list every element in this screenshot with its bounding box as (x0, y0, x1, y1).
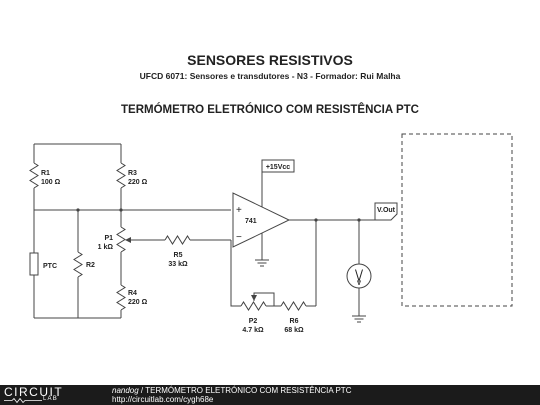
display-placeholder (401, 133, 513, 307)
resistor-r6 (280, 301, 307, 311)
ptc-name: PTC (43, 263, 57, 270)
r5-value: 33 kΩ (168, 261, 188, 268)
footer-url-link[interactable]: http://circuitlab.com/cygh68e (112, 395, 214, 404)
vout-flag (374, 202, 398, 221)
page-title: SENSORES RESISTIVOS (187, 52, 353, 68)
circuit-schematic: +15Vcc V.Out R1 100 Ω R3 220 Ω P1 1 kΩ R… (29, 133, 513, 334)
voltmeter-symbol: V (357, 281, 361, 287)
footer-credit: nandog / TERMÓMETRO ELETRÓNICO COM RESIS… (112, 386, 351, 395)
circuitlab-logo-text: CIRCUIT (4, 385, 64, 399)
resistor-r3 (116, 162, 126, 189)
r3-value: 220 Ω (128, 179, 148, 186)
opamp-minus: − (236, 232, 242, 243)
p1-wiper-arrow (125, 237, 131, 243)
footer: CIRCUIT LAB nandog / TERMÓMETRO ELETRÓNI… (0, 385, 540, 405)
r6-name: R6 (290, 318, 299, 325)
p1-value: 1 kΩ (98, 244, 114, 251)
resistor-r4 (116, 284, 126, 311)
supply-label: +15Vcc (266, 164, 290, 171)
p1-name: P1 (104, 235, 113, 242)
junction-dot (357, 218, 361, 222)
r4-value: 220 Ω (128, 299, 148, 306)
vout-label: V.Out (377, 207, 396, 214)
r1-name: R1 (41, 170, 50, 177)
resistor-r2 (73, 251, 83, 278)
ground-opamp (255, 259, 269, 267)
r5-name: R5 (174, 252, 183, 259)
junction-dot (76, 208, 80, 212)
potentiometer-p1 (116, 226, 126, 253)
footer-author: nandog (112, 386, 139, 395)
logo-wave-icon (4, 398, 42, 403)
p2-name: P2 (249, 318, 258, 325)
junction-dot (119, 208, 123, 212)
wire-p2-wiper (253, 292, 275, 306)
supply-flag (261, 159, 295, 173)
page-subtitle: UFCD 6071: Sensores e transdutores - N3 … (139, 71, 401, 81)
r1-value: 100 Ω (41, 179, 61, 186)
ptc-body (29, 252, 39, 276)
opamp-name: 741 (245, 218, 257, 225)
r3-name: R3 (128, 170, 137, 177)
resistor-r1 (29, 162, 39, 189)
circuitlab-logo-sub: LAB (43, 396, 58, 402)
r6-value: 68 kΩ (284, 327, 304, 334)
circuit-title: TERMÓMETRO ELETRÓNICO COM RESISTÊNCIA PT… (121, 104, 419, 116)
r4-name: R4 (128, 290, 137, 297)
resistor-r5 (164, 235, 191, 245)
opamp-741 (232, 192, 291, 248)
potentiometer-p2 (240, 301, 267, 311)
r2-name: R2 (86, 262, 95, 269)
ground-voltmeter (352, 315, 366, 323)
wire-feedback-left (230, 240, 241, 307)
junction-dot (314, 218, 318, 222)
p2-value: 4.7 kΩ (242, 327, 264, 334)
footer-separator: / (138, 386, 146, 395)
p2-wiper-arrow (251, 295, 257, 301)
opamp-plus: + (236, 205, 242, 216)
voltmeter-needle (355, 269, 363, 283)
footer-circuit-name: TERMÓMETRO ELETRÓNICO COM RESISTÊNCIA PT… (145, 386, 352, 395)
